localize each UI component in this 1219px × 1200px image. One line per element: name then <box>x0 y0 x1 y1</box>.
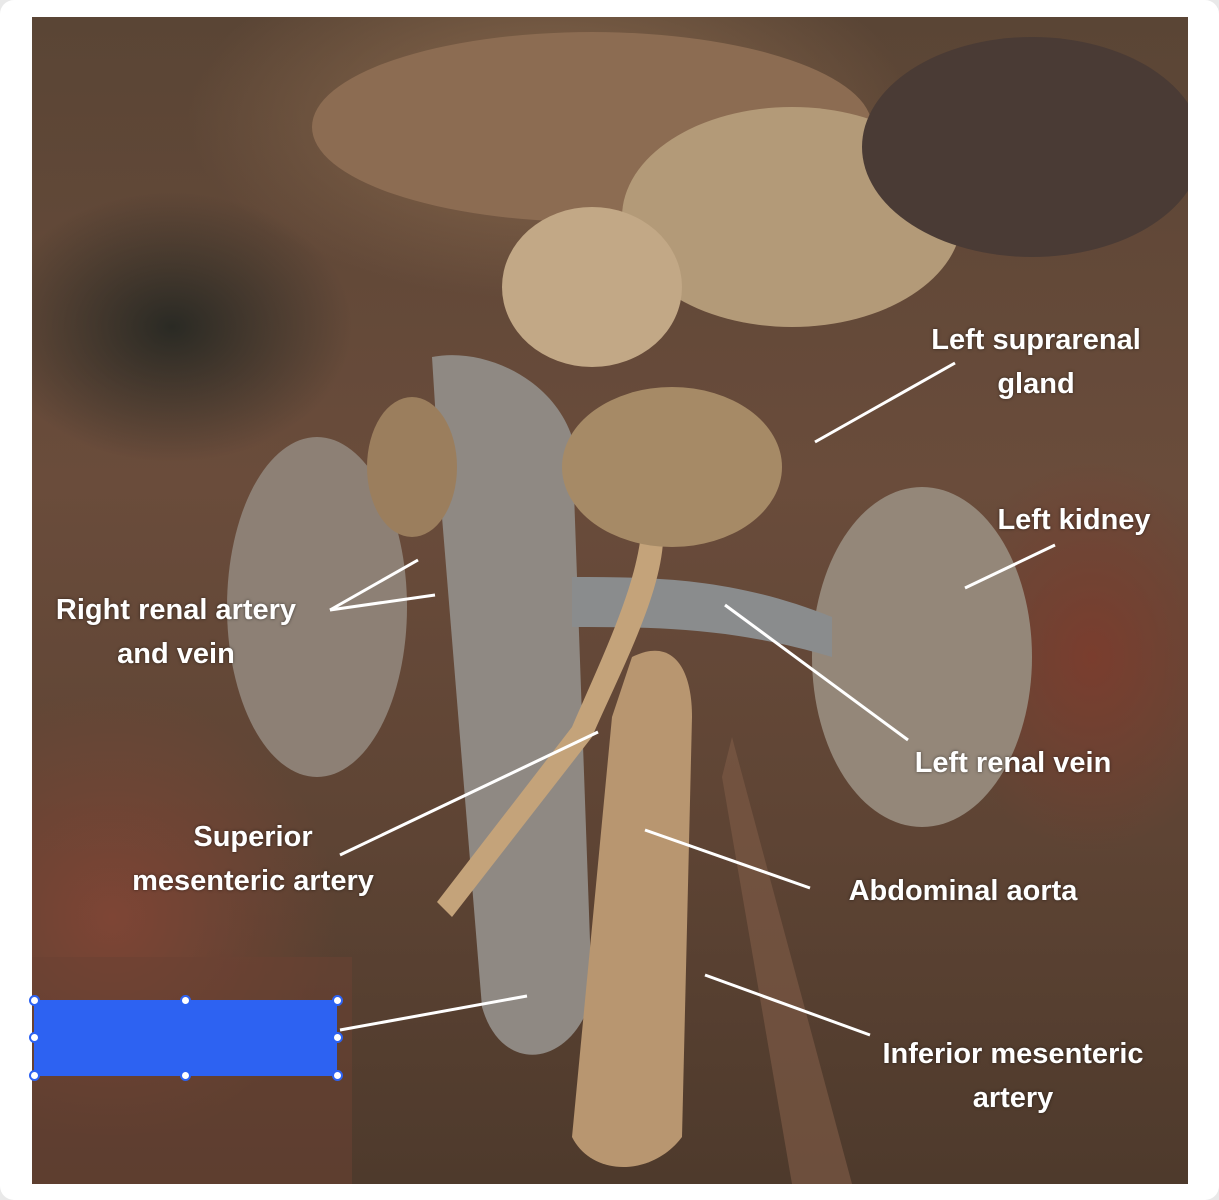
pointer-line-blank-label <box>339 994 528 1032</box>
pointer-line-superior-mesenteric-artery <box>339 730 599 857</box>
label-left-suprarenal-gland: Left suprarenal gland <box>931 324 1141 400</box>
resize-handle-top-left[interactable] <box>29 995 40 1006</box>
dissection-illustration <box>32 32 1188 1184</box>
pointer-line-left-suprarenal-gland <box>814 361 956 444</box>
pointer-line-right-renal-artery <box>329 558 419 612</box>
pointer-line-right-renal-vein <box>329 593 436 612</box>
pointer-line-left-kidney <box>964 543 1056 590</box>
label-right-renal-artery-and-vein: Right renal artery and vein <box>55 594 297 670</box>
resize-handle-top-right[interactable] <box>332 995 343 1006</box>
pointer-line-inferior-mesenteric-artery <box>704 973 871 1037</box>
pointer-line-abdominal-aorta <box>644 828 811 890</box>
label-left-kidney: Left kidney <box>997 504 1151 536</box>
label-inferior-mesenteric-artery: Inferior mesenteric artery <box>882 1038 1144 1114</box>
pointer-line-left-renal-vein <box>724 603 909 742</box>
resize-handle-middle-right[interactable] <box>332 1032 343 1043</box>
label-superior-mesenteric-artery: Superior mesenteric artery <box>132 821 374 897</box>
anatomy-photo <box>32 17 1188 1184</box>
resize-handle-middle-left[interactable] <box>29 1032 40 1043</box>
label-left-renal-vein: Left renal vein <box>914 747 1112 779</box>
resize-handle-top-center[interactable] <box>180 995 191 1006</box>
resize-handle-bottom-center[interactable] <box>180 1070 191 1081</box>
label-abdominal-aorta: Abdominal aorta <box>848 875 1078 907</box>
resize-handle-bottom-left[interactable] <box>29 1070 40 1081</box>
answer-label-box[interactable] <box>34 1000 337 1076</box>
resize-handle-bottom-right[interactable] <box>332 1070 343 1081</box>
